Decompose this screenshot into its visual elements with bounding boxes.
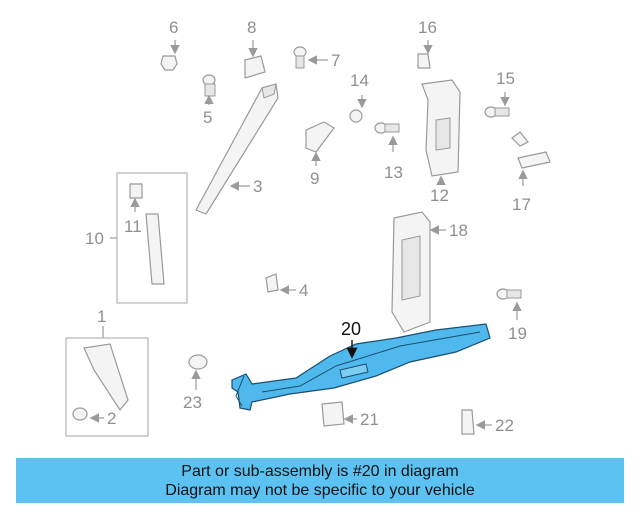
part-17-plate: 17 (511, 131, 551, 214)
callout-20: 20 (341, 319, 361, 339)
callout-7: 7 (331, 51, 340, 70)
callout-15: 15 (496, 69, 515, 88)
part-7-screw: 7 (293, 46, 340, 70)
part-15-screw: 15 (484, 69, 515, 118)
parts-diagram: 6 8 7 5 3 11 10 9 (65, 18, 551, 437)
callout-4: 4 (299, 281, 308, 300)
part-16-clip: 16 (417, 18, 437, 69)
part-4-clip: 4 (265, 273, 308, 300)
part-13-screw: 13 (374, 122, 403, 182)
part-21-clip: 21 (321, 401, 379, 429)
part-22-clip: 22 (461, 409, 514, 435)
callout-23: 23 (183, 393, 202, 412)
part-5-screw: 5 (202, 74, 216, 127)
callout-19: 19 (508, 324, 527, 343)
callout-1: 1 (97, 307, 106, 326)
part-8-bracket: 8 (244, 18, 266, 79)
callout-21: 21 (360, 410, 379, 429)
callout-10: 10 (85, 229, 104, 248)
callout-11: 11 (124, 217, 142, 236)
part-18-lower-trim: 18 (391, 211, 468, 333)
part-10-assembly-box: 11 10 (85, 172, 188, 304)
callout-17: 17 (512, 195, 531, 214)
callout-18: 18 (449, 221, 468, 240)
part-6-clip: 6 (160, 18, 180, 71)
callout-8: 8 (247, 18, 256, 37)
part-1-assembly-box: 1 2 (65, 307, 149, 437)
part-12-upper-trim: 12 (421, 79, 461, 205)
part-20-sill-plate: 20 (231, 319, 491, 411)
callout-12: 12 (430, 186, 449, 205)
callout-22: 22 (495, 416, 514, 435)
banner-line-1: Part or sub-assembly is #20 in diagram (181, 463, 459, 480)
part-19-screw: 19 (496, 288, 527, 343)
callout-3: 3 (253, 177, 262, 196)
callout-2: 2 (107, 409, 116, 428)
part-9-pad: 9 (305, 121, 335, 188)
info-banner: Part or sub-assembly is #20 in diagram D… (16, 458, 624, 503)
part-3-pillar-trim: 3 (195, 83, 279, 215)
callout-13: 13 (384, 163, 403, 182)
callout-6: 6 (169, 18, 178, 37)
part-23-clip: 23 (183, 354, 208, 412)
callout-5: 5 (203, 108, 212, 127)
callout-16: 16 (418, 18, 437, 37)
banner-line-2: Diagram may not be specific to your vehi… (165, 482, 475, 499)
callout-14: 14 (350, 71, 369, 90)
part-14-clip: 14 (349, 71, 369, 123)
callout-9: 9 (310, 169, 319, 188)
